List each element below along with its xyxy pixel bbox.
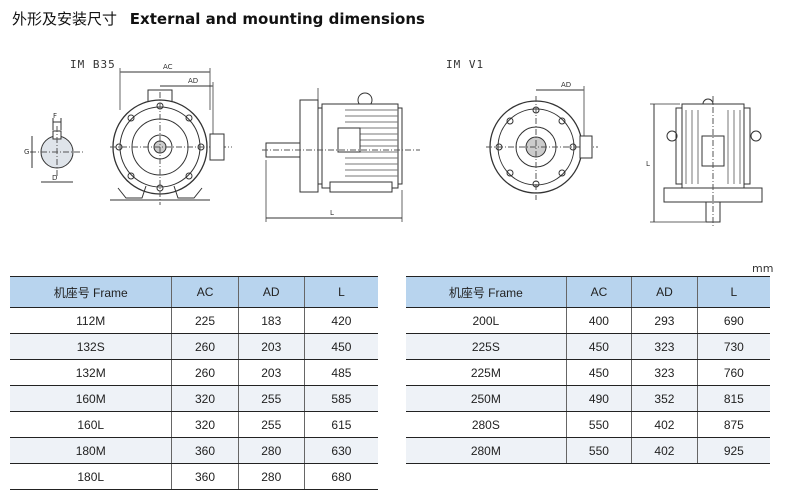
table-cell: 402	[631, 437, 698, 464]
table-cell: 323	[631, 333, 698, 360]
column-header: AC	[171, 276, 239, 308]
table-cell: 180L	[10, 463, 172, 490]
table-cell: 490	[565, 385, 632, 412]
table-cell: 485	[303, 359, 378, 386]
table-cell: 203	[237, 359, 305, 386]
table-cell: 225S	[406, 333, 567, 360]
b35-front-view-drawing	[110, 68, 232, 205]
table-cell: 200L	[406, 307, 567, 334]
table-cell: 352	[631, 385, 698, 412]
v1-top-view-drawing	[486, 86, 598, 200]
dim-l-label-v1: L	[646, 160, 650, 168]
table-cell: 280S	[406, 411, 567, 438]
table-cell: 550	[565, 437, 632, 464]
column-header: AC	[565, 276, 632, 308]
v1-side-view-drawing	[650, 96, 763, 228]
column-header: L	[303, 276, 378, 308]
table-cell: 160M	[10, 385, 172, 412]
table-cell: 875	[696, 411, 770, 438]
im-b35-label: IM B35	[70, 58, 116, 71]
table-cell: 260	[171, 359, 239, 386]
b35-side-view-drawing	[262, 88, 420, 222]
im-v1-label: IM V1	[446, 58, 485, 71]
dim-ad-label-v1: AD	[561, 81, 571, 89]
table-cell: 180M	[10, 437, 172, 464]
table-cell: 815	[696, 385, 770, 412]
table-cell: 760	[696, 359, 770, 386]
table-cell: 132S	[10, 333, 172, 360]
dim-f-label: F	[53, 112, 57, 120]
table-cell: 450	[565, 359, 632, 386]
table-cell: 225M	[406, 359, 567, 386]
table-cell: 280M	[406, 437, 567, 464]
dim-ac-label: AC	[163, 63, 173, 71]
column-header: 机座号 Frame	[10, 276, 172, 308]
table-cell: 360	[171, 437, 239, 464]
title-en: External and mounting dimensions	[129, 10, 425, 28]
table-cell: 550	[565, 411, 632, 438]
table-cell: 450	[565, 333, 632, 360]
shaft-section-drawing	[30, 118, 84, 183]
table-cell: 183	[237, 307, 305, 334]
dim-l-label-b35: L	[330, 209, 334, 217]
table-cell: 400	[565, 307, 632, 334]
title-zh: 外形及安装尺寸	[12, 10, 118, 28]
column-header: L	[696, 276, 770, 308]
column-header: AD	[237, 276, 305, 308]
table-cell: 160L	[10, 411, 172, 438]
table-cell: 320	[171, 411, 239, 438]
column-header: AD	[631, 276, 698, 308]
page-title: 外形及安装尺寸 External and mounting dimensions	[12, 8, 425, 29]
table-cell: 450	[303, 333, 378, 360]
table-cell: 260	[171, 333, 239, 360]
column-header: 机座号 Frame	[406, 276, 567, 308]
table-cell: 255	[237, 385, 305, 412]
table-cell: 280	[237, 437, 305, 464]
table-cell: 360	[171, 463, 239, 490]
table-cell: 293	[631, 307, 698, 334]
table-cell: 250M	[406, 385, 567, 412]
dim-d-label: D	[52, 174, 57, 182]
table-cell: 255	[237, 411, 305, 438]
table-cell: 320	[171, 385, 239, 412]
table-cell: 225	[171, 307, 239, 334]
table-cell: 203	[237, 333, 305, 360]
table-cell: 420	[303, 307, 378, 334]
dim-ad-label-b35: AD	[188, 77, 198, 85]
table-cell: 280	[237, 463, 305, 490]
table-cell: 680	[303, 463, 378, 490]
table-cell: 585	[303, 385, 378, 412]
table-cell: 402	[631, 411, 698, 438]
table-cell: 615	[303, 411, 378, 438]
table-cell: 112M	[10, 307, 172, 334]
table-cell: 730	[696, 333, 770, 360]
table-cell: 132M	[10, 359, 172, 386]
table-cell: 925	[696, 437, 770, 464]
dim-g-label: G	[24, 148, 29, 156]
technical-drawings: AC AD L F G D AD L	[24, 63, 763, 228]
table-cell: 690	[696, 307, 770, 334]
unit-label: mm	[752, 262, 774, 275]
table-cell: 630	[303, 437, 378, 464]
table-cell: 323	[631, 359, 698, 386]
